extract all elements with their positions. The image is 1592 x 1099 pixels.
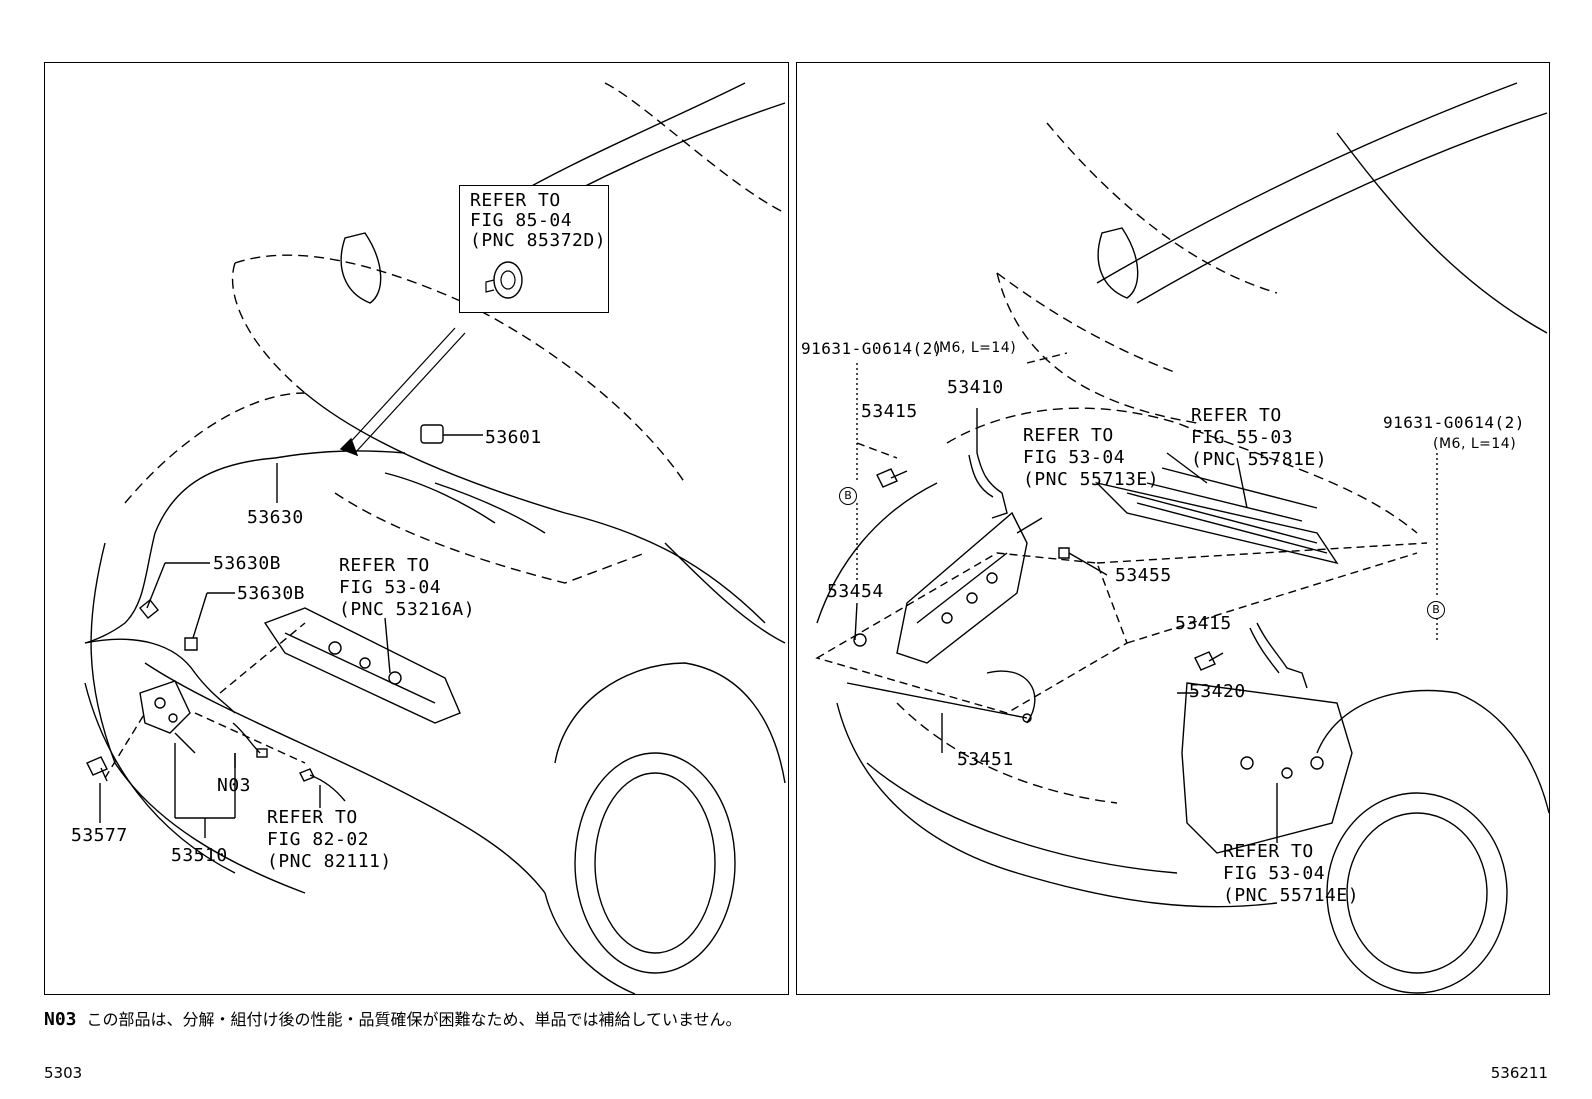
refer-55713e-line2: FIG 53-04 [1023,447,1126,468]
part-53630b-lower: 53630B [237,583,306,604]
marker-b-right: B [1427,601,1445,619]
part-53630: 53630 [247,507,304,528]
bolt-left-spec: (M6, L=14) [933,340,1017,356]
note-text: この部品は、分解・組付け後の性能・品質確保が困難なため、単品では補給していません… [86,1010,742,1029]
grommet-icon [485,261,523,299]
refer-53216a-line2: FIG 53-04 [339,577,442,598]
note-code: N03 [44,1009,77,1030]
part-53577: 53577 [71,825,128,846]
refer-box-85372d: REFER TO FIG 85-04 (PNC 85372D) [459,185,609,313]
refer-box-line2: FIG 85-04 [470,210,573,231]
part-53455: 53455 [1115,565,1172,586]
left-diagram-panel: REFER TO FIG 85-04 (PNC 85372D) 53601 53… [44,62,789,995]
footer-left-code: 5303 [44,1064,83,1082]
refer-box-line1: REFER TO [470,190,561,211]
refer-53216a-line1: REFER TO [339,555,430,576]
part-n03: N03 [217,775,252,796]
part-53415-right: 53415 [1175,613,1232,634]
part-53454: 53454 [827,581,884,602]
refer-55781e-line1: REFER TO [1191,405,1282,426]
supply-note: N03 この部品は、分解・組付け後の性能・品質確保が困難なため、単品では補給してい… [44,1006,742,1030]
refer-82111-line3: (PNC 82111) [267,851,392,872]
refer-82111-line2: FIG 82-02 [267,829,370,850]
footer-right-code: 536211 [1490,1064,1548,1082]
bolt-right-spec: (M6, L=14) [1433,436,1517,452]
refer-55714e-line2: FIG 53-04 [1223,863,1326,884]
hood-lock-illustration [84,82,786,994]
marker-b-left: B [839,487,857,505]
refer-55713e-line1: REFER TO [1023,425,1114,446]
right-diagram-panel: 91631-G0614(2) (M6, L=14) 53410 53415 RE… [796,62,1550,995]
part-53601: 53601 [485,427,542,448]
refer-55781e-line2: FIG 55-03 [1191,427,1294,448]
refer-53216a-line3: (PNC 53216A) [339,599,476,620]
part-53510: 53510 [171,845,228,866]
bolt-right-part: 91631-G0614(2) [1383,413,1525,432]
part-53451: 53451 [957,749,1014,770]
refer-55714e-line1: REFER TO [1223,841,1314,862]
refer-55713e-line3: (PNC 55713E) [1023,469,1160,490]
part-53415-left: 53415 [861,401,918,422]
cowl-panel-illustration [815,82,1549,994]
part-53420: 53420 [1189,681,1246,702]
part-53630b-upper: 53630B [213,553,282,574]
refer-82111-line1: REFER TO [267,807,358,828]
part-53410: 53410 [947,377,1004,398]
refer-55781e-line3: (PNC 55781E) [1191,449,1328,470]
refer-55714e-line3: (PNC 55714E) [1223,885,1360,906]
bolt-left-part: 91631-G0614(2) [801,339,943,358]
refer-box-line3: (PNC 85372D) [470,230,607,251]
